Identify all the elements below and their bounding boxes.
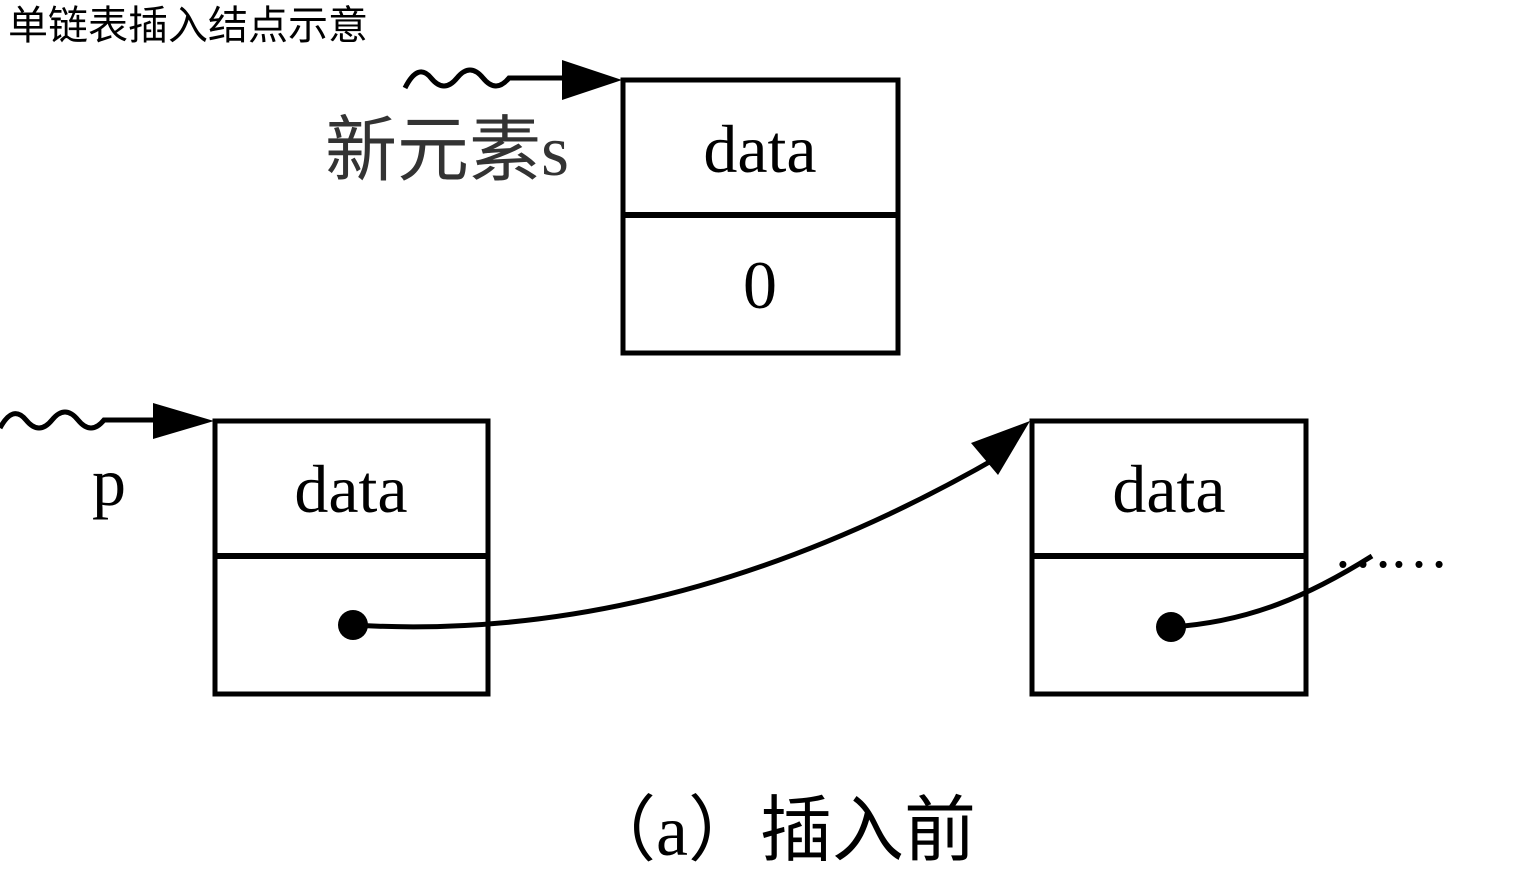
p-next-link-arrowhead: [971, 421, 1030, 475]
node-p-label: p: [92, 444, 126, 520]
new-node-pointer-arrowhead: [562, 60, 622, 100]
new-node-data-field: data: [703, 111, 816, 187]
new-node-next-value: 0: [743, 247, 777, 323]
p-next-pointer-dot: [338, 610, 368, 640]
node-p-pointer-wave: [0, 409, 112, 431]
continuation-ellipsis: ……: [1333, 514, 1445, 580]
node-p-pointer-arrowhead: [153, 403, 214, 439]
node-p-data-field: data: [294, 451, 407, 527]
new-node-label: 新元素s: [325, 111, 569, 191]
p-next-link-curve: [352, 453, 1002, 630]
new-node-pointer-wave: [402, 67, 520, 90]
next-node-link-curve: [1170, 553, 1374, 630]
next-node-pointer-dot: [1156, 612, 1186, 642]
new-node-s: 新元素s data 0: [325, 60, 901, 356]
page-title: 单链表插入结点示意: [8, 3, 368, 49]
node-next: data: [1029, 418, 1309, 697]
node-p: p data: [0, 403, 491, 697]
diagram-caption: （a）插入前: [584, 791, 976, 871]
node-next-data-field: data: [1112, 451, 1225, 527]
